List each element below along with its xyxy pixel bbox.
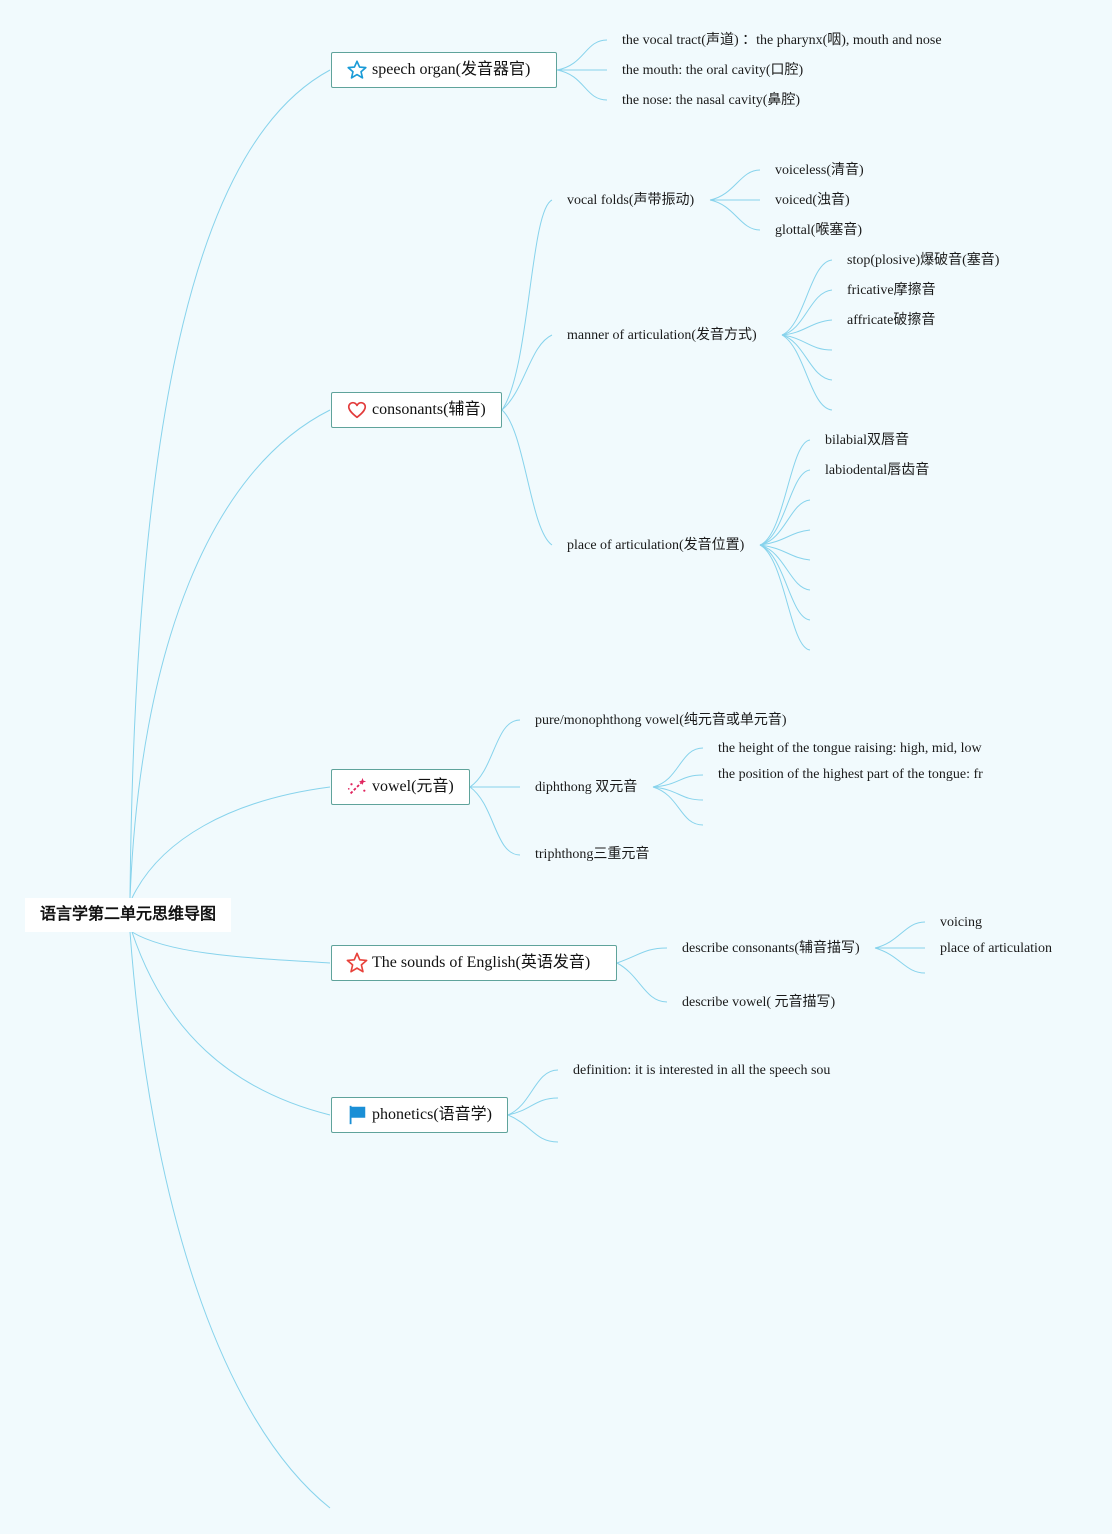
leaf-voicing[interactable]: voicing — [940, 915, 982, 930]
leaf-place-of-articulation[interactable]: place of articulation — [940, 941, 1052, 956]
node-speech-organ[interactable]: speech organ(发音器官) — [331, 52, 557, 88]
node-label: consonants(辅音) — [372, 401, 486, 418]
leaf-tongue-height[interactable]: the height of the tongue raising: high, … — [718, 741, 982, 756]
leaf-phonetics-definition[interactable]: definition: it is interested in all the … — [573, 1063, 831, 1078]
node-label: vowel(元音) — [372, 778, 454, 795]
leaf-voiced[interactable]: voiced(浊音) — [775, 193, 850, 208]
heart-icon — [346, 399, 368, 421]
leaf-pure-vowel[interactable]: pure/monophthong vowel(纯元音或单元音) — [535, 713, 787, 728]
star-outline-red-icon — [346, 952, 368, 974]
node-diphthong[interactable]: diphthong 双元音 — [535, 780, 638, 795]
leaf-stop[interactable]: stop(plosive)爆破音(塞音) — [847, 253, 1000, 268]
leaf-glottal[interactable]: glottal(喉塞音) — [775, 223, 863, 238]
leaf-nose[interactable]: the nose: the nasal cavity(鼻腔) — [622, 93, 801, 108]
node-phonetics[interactable]: phonetics(语音学) — [331, 1097, 508, 1133]
leaf-voiceless[interactable]: voiceless(清音) — [775, 163, 864, 178]
leaf-affricate[interactable]: affricate破擦音 — [847, 313, 936, 328]
node-label: The sounds of English(英语发音) — [372, 954, 591, 971]
leaf-fricative[interactable]: fricative摩擦音 — [847, 283, 936, 298]
node-vowel[interactable]: vowel(元音) — [331, 769, 470, 805]
leaf-describe-vowel[interactable]: describe vowel( 元音描写) — [682, 995, 836, 1010]
node-label: phonetics(语音学) — [372, 1106, 492, 1123]
leaf-labiodental[interactable]: labiodental唇齿音 — [825, 463, 930, 478]
leaf-bilabial[interactable]: bilabial双唇音 — [825, 433, 909, 448]
node-describe-consonants[interactable]: describe consonants(辅音描写) — [682, 941, 860, 956]
node-sounds-of-english[interactable]: The sounds of English(英语发音) — [331, 945, 617, 981]
leaf-mouth[interactable]: the mouth: the oral cavity(口腔) — [622, 63, 804, 78]
leaf-triphthong[interactable]: triphthong三重元音 — [535, 847, 650, 862]
node-consonants[interactable]: consonants(辅音) — [331, 392, 502, 428]
star-outline-icon — [346, 59, 368, 81]
node-vocal-folds[interactable]: vocal folds(声带振动) — [567, 193, 695, 208]
node-label: speech organ(发音器官) — [372, 61, 531, 78]
leaf-vocal-tract[interactable]: the vocal tract(声道) ：the pharynx(咽), mou… — [622, 33, 942, 48]
node-manner-of-articulation[interactable]: manner of articulation(发音方式) — [567, 328, 757, 343]
node-place-of-articulation[interactable]: place of articulation(发音位置) — [567, 538, 745, 553]
magic-wand-icon — [346, 776, 368, 798]
root-node[interactable]: 语言学第二单元思维导图 — [25, 898, 231, 932]
flag-icon — [346, 1104, 368, 1126]
leaf-tongue-position[interactable]: the position of the highest part of the … — [718, 767, 983, 782]
